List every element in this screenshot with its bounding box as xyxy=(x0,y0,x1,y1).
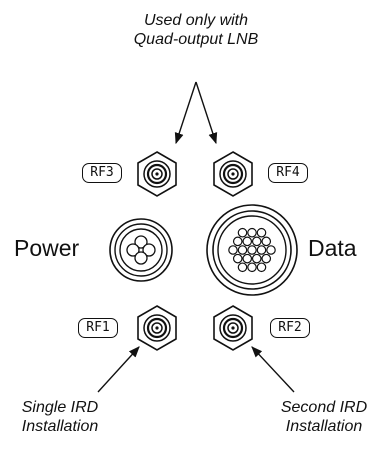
quad-lnb-note-line1: Used only with xyxy=(143,12,249,29)
data-label: Data xyxy=(308,235,357,261)
data-pin xyxy=(242,236,253,247)
data-pin xyxy=(232,253,243,264)
data-pin xyxy=(256,245,267,255)
data-pin xyxy=(242,253,253,264)
data-pin xyxy=(247,262,257,273)
data-pin xyxy=(256,262,267,273)
rf2-label: RF2 xyxy=(270,318,310,338)
quad-lnb-note-line2: Quad-output LNB xyxy=(133,31,259,48)
data-pin xyxy=(256,227,267,238)
rf2-connector xyxy=(213,305,253,351)
rf1-label: RF1 xyxy=(78,318,118,338)
rf3-connector xyxy=(137,151,177,197)
single-ird-note-line2: Installation xyxy=(21,418,99,435)
rf4-connector xyxy=(213,151,253,197)
data-connector xyxy=(206,204,298,296)
power-connector xyxy=(109,218,173,282)
data-pin xyxy=(247,245,257,255)
data-pin xyxy=(251,236,262,247)
rf4-label: RF4 xyxy=(268,163,308,183)
data-pin xyxy=(228,245,238,255)
rf1-connector xyxy=(137,305,177,351)
arrow-to-rf3 xyxy=(174,81,197,145)
data-pin xyxy=(237,245,248,255)
data-pin xyxy=(266,245,276,255)
data-pin xyxy=(232,236,243,247)
second-ird-note: Second IRD Installation xyxy=(262,398,386,436)
second-ird-note-line1: Second IRD xyxy=(280,399,368,416)
arrow-to-rf1 xyxy=(97,346,140,393)
data-pin xyxy=(237,227,248,238)
rf3-label: RF3 xyxy=(82,163,122,183)
single-ird-note-line1: Single IRD xyxy=(21,399,99,416)
power-label: Power xyxy=(14,235,80,261)
arrow-to-rf4 xyxy=(195,81,218,145)
data-pin xyxy=(237,262,248,273)
single-ird-note: Single IRD Installation xyxy=(0,398,120,436)
arrow-to-rf2 xyxy=(251,346,295,393)
data-pin xyxy=(247,227,257,238)
data-pin xyxy=(251,253,262,264)
quad-lnb-note: Used only with Quad-output LNB xyxy=(96,11,296,49)
data-pin xyxy=(261,236,272,247)
second-ird-note-line2: Installation xyxy=(285,418,363,435)
data-pin xyxy=(261,253,272,264)
